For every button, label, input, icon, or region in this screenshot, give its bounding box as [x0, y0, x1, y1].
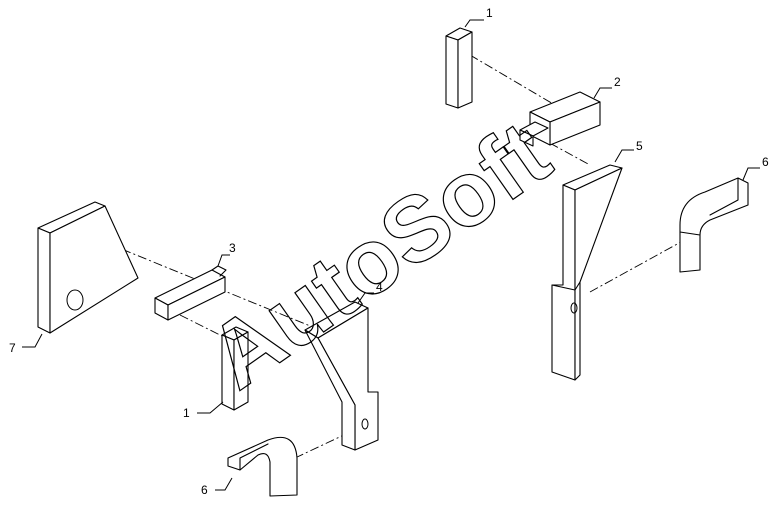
part-5 — [551, 164, 623, 381]
callout-3: 3 — [229, 241, 236, 255]
callout-4: 4 — [376, 280, 383, 294]
callout-7: 7 — [9, 341, 16, 355]
callout-6-right: 6 — [762, 155, 769, 169]
callout-6-bottom: 6 — [201, 483, 208, 497]
part-1-top — [445, 27, 473, 109]
part-2 — [519, 91, 601, 147]
part-6-right — [679, 177, 749, 273]
part-1-bottom — [221, 326, 249, 411]
callout-2: 2 — [614, 75, 621, 89]
callout-leaders — [22, 19, 760, 491]
watermark-text: AutoSoft — [191, 102, 568, 408]
part-7 — [37, 201, 139, 334]
part-3 — [154, 265, 227, 321]
assembly-line-5-6 — [589, 236, 691, 293]
part-4 — [304, 301, 379, 451]
callout-1-bottom: 1 — [183, 406, 190, 420]
callout-5: 5 — [636, 139, 643, 153]
part-6-bottom — [227, 436, 298, 497]
callouts: 1 2 3 4 5 6 7 1 6 — [9, 6, 769, 497]
assembly-line-2-5 — [534, 134, 591, 166]
callout-1-top: 1 — [486, 6, 493, 20]
assembly-line-1-2 — [469, 54, 561, 109]
watermark: AutoSoft — [190, 102, 568, 409]
